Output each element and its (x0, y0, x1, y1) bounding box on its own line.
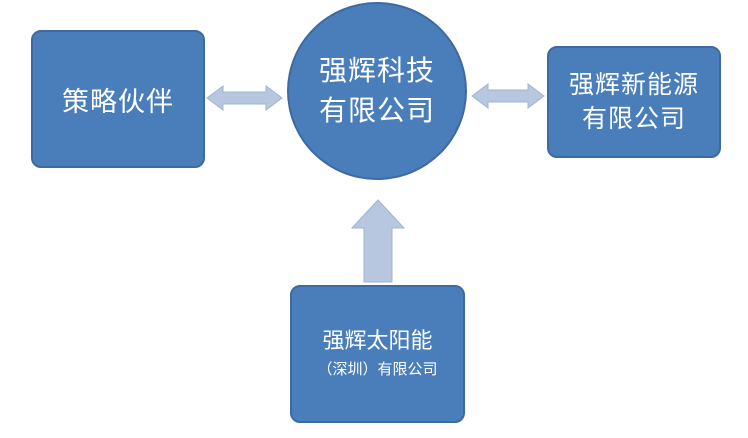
qianghui-tech-line1: 强辉科技 (318, 54, 435, 87)
strategic-partner-node: 策略伙伴 (31, 30, 205, 168)
qianghui-new-energy-line2: 有限公司 (581, 104, 686, 133)
qianghui-new-energy-node: 强辉新能源 有限公司 (547, 46, 721, 158)
double-arrow-right (471, 83, 545, 109)
double-arrow-left (206, 85, 283, 111)
qianghui-solar-line2: （深圳）有限公司 (317, 360, 438, 378)
up-arrow (350, 199, 406, 283)
qianghui-tech-line2: 有限公司 (318, 94, 435, 127)
qianghui-solar-node: 强辉太阳能 （深圳）有限公司 (290, 285, 465, 423)
qianghui-tech-node: 强辉科技 有限公司 (287, 2, 467, 180)
strategic-partner-label: 策略伙伴 (62, 86, 174, 118)
qianghui-solar-line1: 强辉太阳能 (322, 329, 433, 354)
qianghui-new-energy-line1: 强辉新能源 (568, 70, 699, 99)
